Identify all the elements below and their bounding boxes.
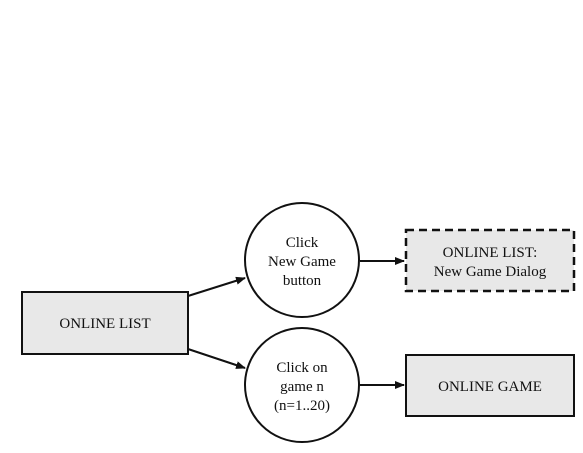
node-online-game-label: ONLINE GAME: [438, 379, 542, 395]
node-click-new-game-circle: [244, 202, 360, 318]
node-click-new-game: Click New Game button: [244, 202, 360, 318]
edge-online-list-to-click-game-n: [187, 348, 246, 369]
node-click-game-n: Click on game n (n=1..20): [244, 327, 360, 443]
edges: [187, 257, 405, 389]
node-click-game-n-line-1: Click on: [276, 360, 328, 376]
node-click-new-game-line-1: Click: [286, 235, 319, 251]
node-new-game-dialog-line-2: New Game Dialog: [434, 264, 547, 280]
node-new-game-dialog-box: [404, 228, 576, 293]
node-online-game: ONLINE GAME: [405, 354, 575, 417]
node-online-list-label: ONLINE LIST: [59, 316, 150, 332]
node-click-new-game-line-3: button: [283, 273, 322, 289]
node-click-game-n-line-3: (n=1..20): [274, 398, 330, 414]
node-click-game-n-line-2: game n: [280, 379, 324, 395]
node-click-game-n-circle: [244, 327, 360, 443]
node-online-list: ONLINE LIST: [21, 291, 189, 355]
edge-online-list-to-click-new-game: [187, 276, 246, 297]
node-online-game-box: [405, 354, 575, 417]
node-online-list-box: [21, 291, 189, 355]
node-new-game-dialog: ONLINE LIST: New Game Dialog: [404, 228, 576, 293]
node-click-new-game-line-2: New Game: [268, 254, 336, 270]
node-new-game-dialog-line-1: ONLINE LIST:: [443, 245, 538, 261]
